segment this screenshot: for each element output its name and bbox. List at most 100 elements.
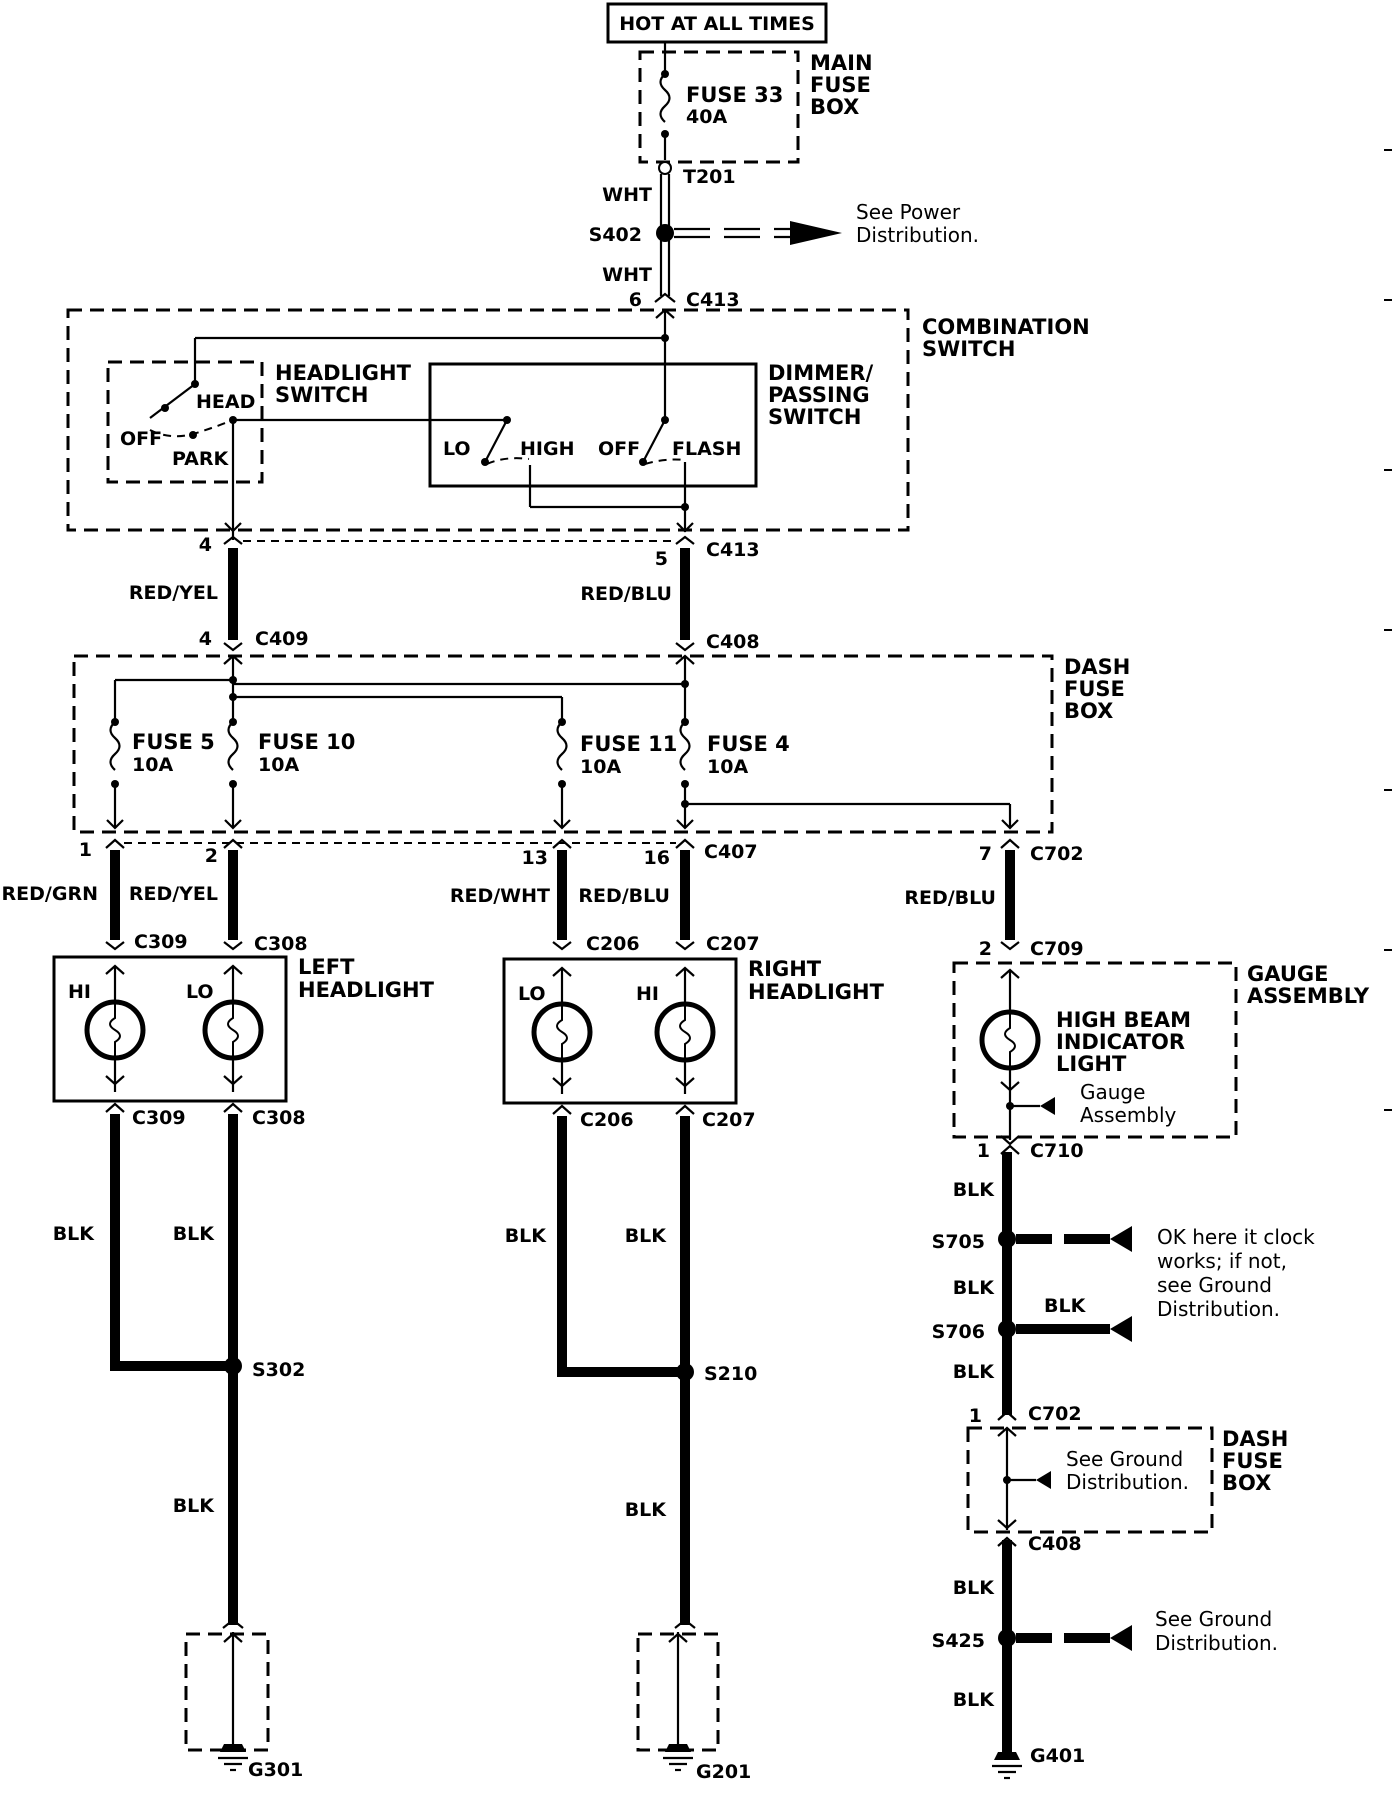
dimmer-pos-off: OFF (598, 438, 640, 460)
pin-1: 1 (79, 839, 92, 861)
dash-ground-arrow (1036, 1471, 1051, 1489)
gauge-c702-pin: 1 (969, 1405, 982, 1427)
dimmer-pos-lo: LO (443, 438, 471, 460)
s705-note: see Ground (1157, 1273, 1272, 1297)
splice-s705 (998, 1230, 1016, 1248)
c413-pin: 6 (629, 289, 642, 311)
fuse-10-name: FUSE 10 (258, 730, 355, 754)
wire-color-red-grn: RED/GRN (2, 883, 98, 905)
dash-fuse-box-ground-label: DASH (1222, 1427, 1288, 1451)
headlight-switch-label: HEADLIGHT (275, 361, 412, 385)
dash-ground-ref: See Ground (1066, 1447, 1183, 1471)
dash-fuse-box-label: DASH (1064, 655, 1130, 679)
indicator-label: INDICATOR (1056, 1030, 1185, 1054)
right-lo-label: LO (518, 983, 546, 1005)
gauge-assembly-label: GAUGE (1247, 962, 1328, 986)
right-headlight-label: HEADLIGHT (748, 980, 885, 1004)
splice-s706 (998, 1320, 1016, 1338)
gauge-pin-1: 1 (977, 1140, 990, 1162)
fuse-33-rating: 40A (686, 106, 727, 128)
headlight-switch-label: SWITCH (275, 383, 368, 407)
right-blk-c: BLK (625, 1499, 668, 1521)
dimmer-switch-label: DIMMER/ (768, 361, 874, 385)
wire-color-red-blu: RED/BLU (580, 583, 672, 605)
right-headlight-label: RIGHT (748, 957, 822, 981)
page-edge-marks (1384, 149, 1392, 1111)
c409-label: C409 (255, 628, 309, 650)
arrow-power-ref (790, 221, 842, 245)
passing-contact (642, 419, 666, 463)
gauge-blk-5: BLK (953, 1689, 996, 1711)
s302-label: S302 (252, 1359, 305, 1381)
left-headlight-box (52, 955, 288, 1103)
main-fuse-box (638, 50, 800, 164)
c308-label: C308 (254, 933, 308, 955)
connector-c413-top (654, 292, 676, 303)
main-fuse-box-label: FUSE (810, 73, 871, 97)
s705-note: works; if not, (1157, 1249, 1287, 1273)
s210-label: S210 (704, 1363, 757, 1385)
c309-label: C309 (134, 931, 188, 953)
gauge-c702-label: C702 (1028, 1403, 1082, 1425)
fuse-11-name: FUSE 11 (580, 732, 677, 756)
left-c308-label: C308 (252, 1107, 306, 1129)
gauge-ref-text: Gauge (1080, 1080, 1145, 1104)
fuse-10-symbol (227, 721, 239, 771)
left-headlight-label: HEADLIGHT (298, 978, 435, 1002)
s705-arrow (1110, 1226, 1132, 1252)
ground-g301-icon (220, 1744, 246, 1752)
indicator-label: HIGH BEAM (1056, 1008, 1191, 1032)
dash-fuse-box-ground (966, 1426, 1214, 1534)
wire-color-wht: WHT (602, 264, 652, 286)
indicator-label: LIGHT (1056, 1052, 1127, 1076)
s425-label: S425 (932, 1630, 985, 1652)
c207-label: C207 (706, 933, 760, 955)
left-ground-wire (110, 1114, 233, 1371)
right-blk-a: BLK (505, 1225, 548, 1247)
combination-switch-label: COMBINATION (922, 315, 1090, 339)
s425-note: Distribution. (1155, 1631, 1278, 1655)
right-headlight-box (502, 957, 738, 1105)
gauge-blk-3: BLK (953, 1361, 996, 1383)
fuse-4-name: FUSE 4 (707, 732, 790, 756)
fuse-33-symbol (659, 73, 671, 123)
splice-s210 (676, 1363, 694, 1381)
power-ref-text: See Power (856, 200, 961, 224)
main-fuse-box-label: BOX (810, 95, 859, 119)
dash-fuse-box-label: BOX (1064, 699, 1113, 723)
gauge-assembly-label: ASSEMBLY (1247, 984, 1370, 1008)
headlight-switch-contact (149, 383, 196, 419)
c407-label: C407 (704, 841, 758, 863)
right-blk-b: BLK (625, 1225, 668, 1247)
fuse-5-rating: 10A (132, 754, 173, 776)
main-fuse-box-label: MAIN (810, 51, 873, 75)
wire-color-red-blu: RED/BLU (578, 885, 670, 907)
s705-note: Distribution. (1157, 1297, 1280, 1321)
splice-s402 (656, 224, 674, 242)
dash-fuse-box-ground-label: BOX (1222, 1471, 1271, 1495)
pin-13: 13 (522, 847, 548, 869)
fuse-5-symbol (109, 721, 121, 771)
gauge-assembly-box (952, 961, 1238, 1139)
fuse-10-rating: 10A (258, 754, 299, 776)
pin-7: 7 (979, 843, 992, 865)
s402-label: S402 (589, 224, 642, 246)
fuse-33-name: FUSE 33 (686, 83, 783, 107)
gauge-ref-arrow (1040, 1097, 1055, 1115)
right-ground-wire (557, 1116, 685, 1377)
pin-5: 5 (655, 548, 668, 570)
dash-fuse-box-ground-label: FUSE (1222, 1449, 1283, 1473)
left-ground-box (184, 1632, 270, 1752)
switch-pos-park: PARK (172, 448, 230, 470)
c413-bottom-label: C413 (706, 539, 760, 561)
c710-label: C710 (1030, 1140, 1084, 1162)
left-blk-c: BLK (173, 1495, 216, 1517)
left-headlight-label: LEFT (298, 955, 355, 979)
fuse-4-symbol (679, 721, 691, 771)
gauge-blk-1: BLK (953, 1179, 996, 1201)
gauge-ref-text: Assembly (1080, 1103, 1177, 1127)
gauge-blk-branch: BLK (1044, 1295, 1087, 1317)
splice-s302 (224, 1357, 242, 1375)
wire-color-red-wht: RED/WHT (450, 885, 550, 907)
wire-color-red-blu: RED/BLU (904, 887, 996, 909)
